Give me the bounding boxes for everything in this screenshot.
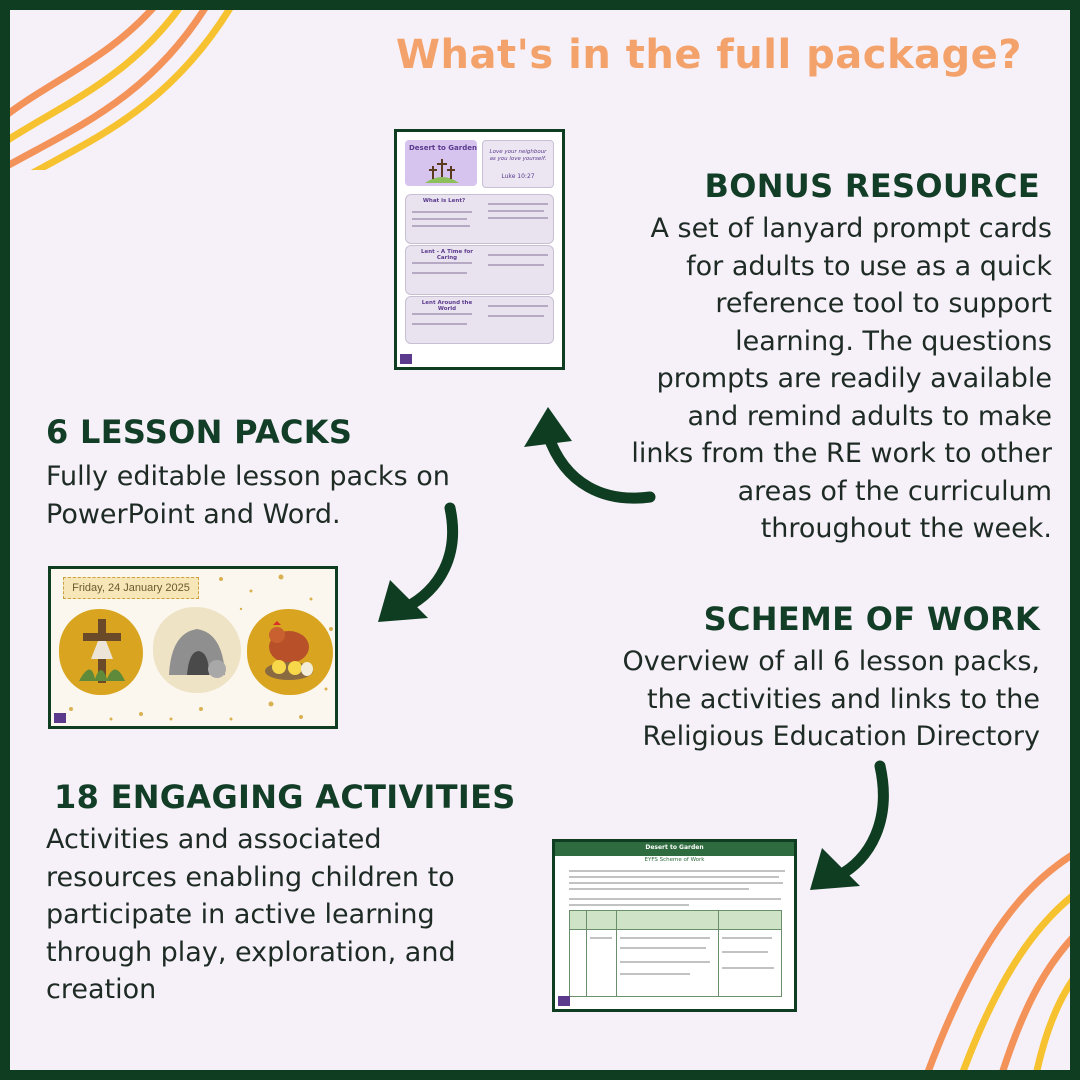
description-line: and remind adults to make (687, 400, 1053, 432)
description-line: learning. The questions (735, 325, 1052, 357)
hen-and-chicks-icon (265, 621, 313, 680)
cross-icon (79, 619, 125, 683)
description-line: areas of the curriculum (737, 475, 1052, 507)
doc-subtitle: EYFS Scheme of Work (644, 857, 705, 863)
gold-glitter-decoration (69, 574, 333, 721)
logo-square (400, 354, 412, 364)
description-line: participate in active learning (46, 899, 435, 930)
description-line: through play, exploration, and (46, 936, 456, 968)
description-line: the activities and links to the (647, 683, 1040, 715)
engaging-activities-heading: 18 ENGAGING ACTIVITIES (54, 778, 516, 816)
description-line: prompts are readily available (656, 363, 1052, 394)
description-line: Overview of all 6 lesson packs, (622, 646, 1040, 677)
lesson-packs-description: Fully editable lesson packs on PowerPoin… (46, 458, 516, 533)
description-line: Fully editable lesson packs on (46, 461, 450, 492)
chick-picture-blob (247, 609, 333, 695)
cards-header-title: Desert to Garden (409, 144, 477, 152)
description-line: creation (46, 974, 157, 1005)
scheme-of-work-description: Overview of all 6 lesson packs, the acti… (580, 643, 1040, 756)
card-row: What is Lent? (405, 194, 554, 244)
lesson-packs-heading: 6 LESSON PACKS (46, 413, 353, 451)
tomb-icon (169, 629, 226, 678)
card-row-title: Lent - A Time for Caring (421, 249, 473, 261)
card-row-title: Lent Around the World (421, 300, 473, 312)
cards-quote: Love your neighbour as you love yourself… (489, 149, 547, 162)
crosses-icon (425, 159, 459, 183)
bonus-resource-description: A set of lanyard prompt cards for adults… (572, 210, 1052, 548)
scheme-of-work-heading: SCHEME OF WORK (703, 600, 1040, 638)
description-line: throughout the week. (760, 513, 1052, 544)
curved-arrow-icon (378, 502, 459, 622)
description-line: resources enabling children to (46, 861, 455, 893)
cards-quote-panel: Love your neighbour as you love yourself… (482, 140, 554, 188)
cross-picture-blob (59, 609, 143, 695)
lesson-slide-thumbnail: Friday, 24 January 2025 (48, 566, 338, 729)
curved-arrow-icon (810, 760, 889, 890)
description-line: A set of lanyard prompt cards (650, 213, 1052, 244)
card-row: Lent Around the World (405, 296, 554, 344)
curved-arrow-icon (524, 407, 656, 504)
logo-square (54, 713, 66, 723)
description-line: links from the RE work to other (631, 438, 1052, 469)
card-row: Lent - A Time for Caring (405, 245, 554, 295)
card-row-title: What is Lent? (422, 198, 466, 204)
description-line: PowerPoint and Word. (46, 498, 341, 530)
bonus-resource-heading: BONUS RESOURCE (704, 167, 1040, 205)
prompt-cards-thumbnail: Desert to Garden Love your neighbour as … (394, 129, 565, 370)
cards-quote-ref: Luke 10:27 (501, 173, 535, 180)
logo-square (558, 996, 570, 1006)
doc-table (569, 910, 782, 997)
cards-header-panel: Desert to Garden (405, 140, 477, 186)
scheme-of-work-thumbnail: Desert to Garden EYFS Scheme of Work (552, 839, 797, 1012)
description-line: for adults to use as a quick (686, 250, 1052, 282)
description-line: Activities and associated (46, 824, 382, 855)
slide-date-banner: Friday, 24 January 2025 (63, 577, 199, 599)
tomb-picture-blob (153, 607, 241, 693)
decorative-stripes-top-left (10, 10, 233, 170)
decorative-stripes-bottom-right (925, 852, 1070, 1070)
doc-title: Desert to Garden (645, 844, 704, 851)
description-line: reference tool to support (715, 288, 1052, 319)
engaging-activities-description: Activities and associated resources enab… (46, 821, 516, 1009)
description-line: Religious Education Directory (642, 721, 1040, 752)
doc-header-band: Desert to Garden (555, 842, 794, 856)
page-title: What's in the full package? (395, 32, 1022, 78)
